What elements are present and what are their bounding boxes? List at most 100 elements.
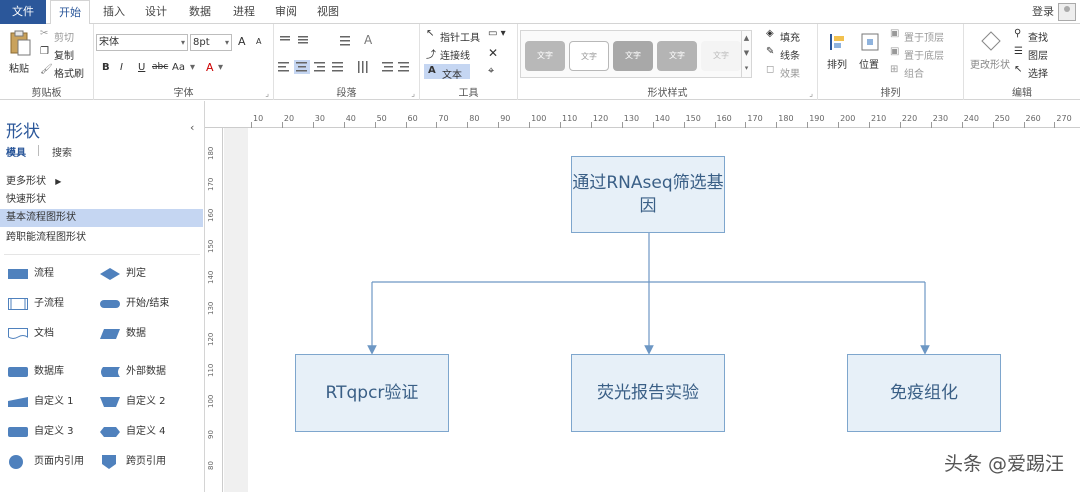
text-tool-button[interactable]: A 文本 [424, 64, 470, 81]
shape-external-data[interactable]: 外部数据 [100, 363, 200, 381]
login-link[interactable]: 登录 [1032, 5, 1054, 18]
shape-custom-1[interactable]: 自定义 1 [8, 393, 98, 411]
fill-button[interactable]: ◈ 填充 [766, 28, 816, 44]
font-size-select[interactable]: 8pt▾ [190, 34, 232, 51]
tab-view[interactable]: 视图 [317, 5, 339, 18]
tab-process[interactable]: 进程 [233, 5, 255, 18]
shape-custom-2[interactable]: 自定义 2 [100, 393, 200, 411]
shape-document[interactable]: 文档 [8, 325, 98, 343]
ruler-tick-label: 120 [207, 332, 215, 346]
node-luciferase[interactable]: 荧光报告实验 [571, 354, 725, 432]
node-root[interactable]: 通过RNAseq筛选基因 [571, 156, 725, 233]
underline-button[interactable]: U [138, 62, 146, 73]
shape-database[interactable]: 数据库 [8, 363, 98, 381]
more-shapes-label: 更多形状 [6, 176, 46, 187]
copy-button[interactable]: ❐ 复制 [40, 46, 90, 62]
tab-search[interactable]: 搜索 [52, 148, 72, 159]
style-swatch[interactable]: 文字 [525, 41, 565, 71]
pointer-tool-button[interactable]: ↖ 指针工具 [426, 28, 486, 44]
dialog-launcher-icon[interactable]: ⌟ [265, 89, 269, 98]
tab-insert[interactable]: 插入 [103, 5, 125, 18]
style-swatch[interactable]: 文字 [569, 41, 609, 71]
line-button[interactable]: ✎ 线条 [766, 46, 816, 62]
fill-bucket-icon: ◈ [766, 28, 774, 39]
node-rtqpcr[interactable]: RTqpcr验证 [295, 354, 449, 432]
bring-to-front-button[interactable]: ▣ 置于顶层 [890, 28, 962, 44]
shape-data[interactable]: 数据 [100, 325, 200, 343]
bold-button[interactable]: B [102, 62, 110, 73]
arrange-button[interactable]: 排列 [824, 28, 852, 78]
ruler-tick-label: 270 [1056, 114, 1072, 123]
shape-label: 自定义 2 [126, 396, 166, 407]
tab-review[interactable]: 审阅 [275, 5, 297, 18]
font-color-button[interactable]: A [206, 61, 214, 74]
shape-decision[interactable]: 判定 [100, 265, 200, 283]
shrink-font-button[interactable]: A [256, 37, 262, 46]
gallery-scroll[interactable]: ▲▼▾ [741, 31, 751, 77]
shape-subprocess[interactable]: 子流程 [8, 295, 98, 313]
tab-data[interactable]: 数据 [189, 5, 211, 18]
tab-home[interactable]: 开始 [50, 0, 90, 25]
change-shape-icon [981, 31, 1001, 51]
paragraph-align-icons[interactable] [278, 60, 418, 74]
shape-on-page-reference[interactable]: 页面内引用 [8, 453, 98, 471]
ruler-tick-label: 100 [207, 394, 215, 408]
connector-button[interactable]: ⤴ 连接线 [426, 46, 486, 62]
node-ihc[interactable]: 免疫组化 [847, 354, 1001, 432]
font-name-select[interactable]: 宋体▾ [96, 34, 188, 51]
format-painter-button[interactable]: 🖌 格式刷 [40, 64, 94, 80]
dialog-launcher-icon[interactable]: ⌟ [809, 89, 813, 98]
send-to-back-button[interactable]: ▣ 置于底层 [890, 46, 962, 62]
style-swatch[interactable]: 文字 [701, 41, 741, 71]
group-shape-styles: 文字 文字 文字 文字 文字 ▲▼▾ ◈ 填充 ✎ 线条 ◻ 效果 形状样式 ⌟ [518, 24, 818, 100]
strikethrough-button[interactable]: abc [152, 62, 169, 72]
shape-off-page-reference[interactable]: 跨页引用 [100, 453, 200, 471]
style-swatch[interactable]: 文字 [613, 41, 653, 71]
quick-shapes-item[interactable]: 快速形状 [6, 194, 46, 205]
style-swatch[interactable]: 文字 [657, 41, 697, 71]
connection-point-icon[interactable]: ⌖ [488, 64, 495, 77]
effect-button[interactable]: ◻ 效果 [766, 64, 816, 80]
more-shapes-item[interactable]: 更多形状 ▶ [0, 173, 203, 191]
cut-label: 剪切 [54, 33, 74, 44]
change-shape-button[interactable]: 更改形状 [968, 28, 1012, 78]
change-case-button[interactable]: Aa [172, 62, 185, 73]
dialog-launcher-icon[interactable]: ⌟ [411, 89, 415, 98]
scissors-icon: ✂ [40, 28, 49, 39]
tab-design[interactable]: 设计 [145, 5, 167, 18]
chevron-down-icon: ▾ [218, 62, 224, 73]
drawing-canvas[interactable]: 通过RNAseq筛选基因 RTqpcr验证 荧光报告实验 免疫组化 [224, 128, 1080, 492]
shape-process[interactable]: 流程 [8, 265, 98, 283]
ruler-tick [1023, 122, 1025, 128]
user-avatar-icon[interactable] [1058, 3, 1076, 21]
shape-terminator[interactable]: 开始/结束 [100, 295, 200, 313]
ruler-tick [807, 122, 809, 128]
chevron-left-icon[interactable]: ‹ [190, 121, 195, 134]
tab-stencils[interactable]: 模具 [6, 148, 26, 159]
shape-custom-4[interactable]: 自定义 4 [100, 423, 200, 441]
clear-format-icon[interactable]: A [364, 33, 373, 47]
data-shape-icon [100, 329, 120, 339]
grow-font-button[interactable]: A [238, 35, 246, 48]
position-button[interactable]: 位置 [856, 28, 884, 78]
ruler-tick [992, 122, 994, 128]
shape-label: 自定义 4 [126, 426, 166, 437]
tab-file[interactable]: 文件 [0, 0, 46, 24]
ruler-tick-label: 130 [623, 114, 640, 123]
close-icon[interactable]: ✕ [488, 46, 499, 60]
paste-button[interactable]: 粘贴 [6, 28, 34, 78]
shape-style-gallery[interactable]: 文字 文字 文字 文字 文字 ▲▼▾ [520, 30, 752, 78]
align-top-icons[interactable] [280, 34, 390, 48]
italic-button[interactable]: I [120, 62, 123, 73]
basic-flowchart-item[interactable]: 基本流程图形状 [0, 209, 203, 227]
rectangle-icon[interactable]: ▭ ▾ [488, 28, 506, 39]
cut-button[interactable]: ✂ 剪切 [40, 28, 90, 44]
find-button[interactable]: ⚲ 查找 [1014, 28, 1078, 44]
group-button[interactable]: ⊞ 组合 [890, 64, 962, 80]
drawing-page[interactable]: 通过RNAseq筛选基因 RTqpcr验证 荧光报告实验 免疫组化 [248, 128, 1080, 492]
shape-custom-3[interactable]: 自定义 3 [8, 423, 98, 441]
cross-functional-item[interactable]: 跨职能流程图形状 [6, 232, 86, 243]
select-button[interactable]: ↖ 选择 [1014, 64, 1078, 80]
layers-button[interactable]: ☰ 图层 [1014, 46, 1078, 62]
